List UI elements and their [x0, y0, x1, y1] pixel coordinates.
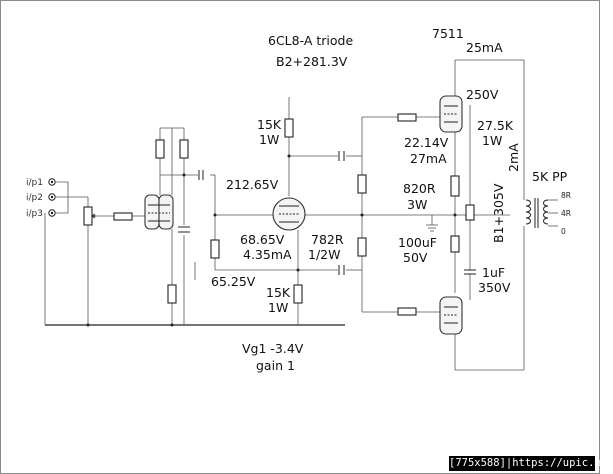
triode-6cl8a: [272, 197, 306, 231]
label-cathode-voltage: 68.65V: [240, 232, 285, 247]
label-820r-w: 3W: [407, 197, 427, 212]
label-cathode-current: 4.35mA: [243, 247, 292, 262]
pot-wiper: [91, 213, 96, 219]
output-tube-label: 7511: [432, 26, 464, 41]
output-grid-resistor-top: [357, 174, 367, 194]
label-782r: 782R: [311, 232, 344, 247]
triode-cathode-resistor: [293, 284, 303, 304]
input-wiring: [44, 181, 345, 326]
input-tube-b: [158, 194, 174, 230]
title-tube: 6CL8-A triode: [268, 33, 353, 48]
label-anode-voltage: 212.65V: [226, 177, 279, 192]
label-250v: 250V: [466, 87, 499, 102]
cathode-resistor-820r: [450, 175, 460, 197]
label-782r-w: 1/2W: [308, 247, 340, 262]
input-stage-wiring: [159, 127, 216, 325]
cathode-cap-100uf: [450, 235, 460, 253]
label-27ma: 27mA: [410, 151, 447, 166]
label-cathode-resistor: 15K: [266, 285, 291, 300]
output-grid-stopper-top: [397, 113, 417, 122]
input-plate-resistor-b: [179, 139, 189, 159]
label-anode-resistor: 15K: [257, 117, 282, 132]
label-27-5k-w: 1W: [482, 133, 502, 148]
label-gain: gain 1: [256, 358, 295, 373]
title-supply: B2+281.3V: [276, 54, 348, 69]
triode-anode-resistor: [284, 118, 294, 138]
label-100uf: 100uF: [398, 235, 437, 250]
label-2ma: 2mA: [506, 143, 521, 172]
label-22-14v: 22.14V: [404, 135, 449, 150]
label-1uf: 1uF: [482, 265, 505, 280]
label-100uf-v: 50V: [403, 250, 428, 265]
input-tube-a: [144, 194, 160, 230]
tap-8r: 8R: [561, 191, 571, 200]
output-grid-stopper-bottom: [397, 307, 417, 316]
output-grid-resistor-bottom: [357, 237, 367, 257]
tap-0: 0: [561, 227, 566, 236]
schematic: i/p1 i/p2 i/p3 6: [26, 26, 571, 373]
output-transformer: [525, 198, 558, 228]
image-host-footer: [775x588]|https://upic.me/: [449, 456, 613, 471]
label-anode-resistor-w: 1W: [259, 132, 279, 147]
tap-4r: 4R: [561, 209, 571, 218]
input-cathode-resistor: [167, 284, 177, 304]
resistor-27-5k: [465, 204, 475, 221]
grid-leak-resistor: [210, 239, 220, 259]
triode-wiring: [214, 97, 362, 325]
volume-pot: [83, 206, 93, 226]
label-cathode-resistor-w: 1W: [268, 300, 288, 315]
output-current-label: 25mA: [466, 40, 503, 55]
input-label-1: i/p1: [26, 178, 43, 188]
input-plate-resistor-a: [155, 139, 165, 159]
label-opt: 5K PP: [532, 169, 568, 184]
input-label-2: i/p2: [26, 193, 43, 203]
label-27-5k: 27.5K: [477, 118, 514, 133]
grid-stopper-resistor: [113, 212, 133, 221]
input-jacks: [48, 178, 56, 217]
label-1uf-v: 350V: [478, 280, 511, 295]
label-grid-voltage: 65.25V: [211, 274, 256, 289]
label-vg1: Vg1 -3.4V: [242, 341, 304, 356]
input-label-3: i/p3: [26, 209, 43, 219]
label-820r: 820R: [403, 181, 436, 196]
label-b1: B1+305V: [491, 183, 506, 243]
